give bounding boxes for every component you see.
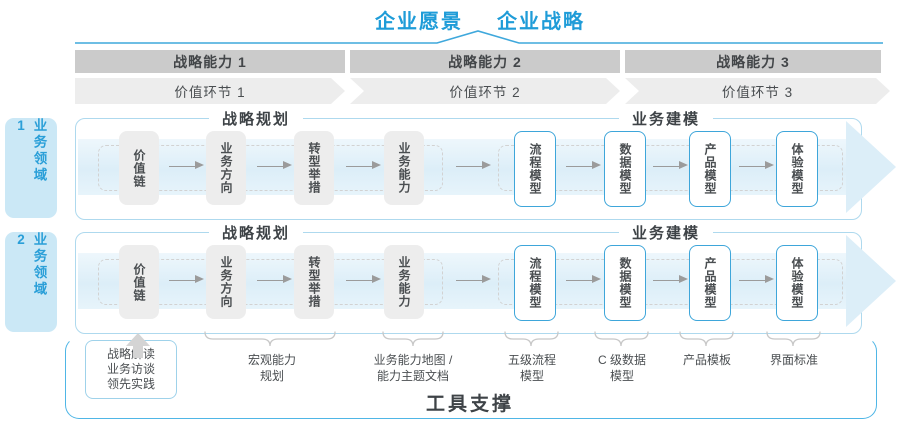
tool-support-container — [65, 337, 877, 419]
box-transformation-initiatives: 转型举措 — [294, 245, 334, 319]
strategy-title: 企业战略 — [497, 11, 585, 33]
dashed-track-modeling — [498, 145, 843, 191]
box-experience-model: 体验模型 — [776, 245, 818, 321]
box-business-capability: 业务能力 — [384, 131, 424, 205]
capability-bar-2: 战略能力 2 — [350, 50, 620, 73]
bracket-connectors — [204, 331, 821, 347]
section-title-modeling: 业务建模 — [618, 108, 714, 129]
flow-arrow-band-head-icon — [846, 121, 896, 213]
business-domain-row-1: 价值链 业务方向 转型举措 业务能力 流程模型 数据模型 产品模型 体验模型 战… — [75, 108, 896, 220]
annotation-label: 宏观能力 规划 — [247, 353, 296, 383]
up-arrow-icon — [126, 333, 150, 346]
capability-bar-3: 战略能力 3 — [625, 50, 881, 73]
up-arrow-icon — [133, 345, 143, 358]
flow-arrow-icon — [653, 275, 688, 284]
flow-arrow-icon — [653, 161, 688, 170]
box-value-chain: 价值链 — [119, 131, 159, 205]
flow-arrow-icon — [257, 161, 292, 170]
box-product-model: 产品模型 — [689, 245, 731, 321]
domain-label-2: 业务领域 2 — [5, 232, 57, 332]
box-business-direction: 业务方向 — [206, 131, 246, 205]
annotation-label: 产品模板 — [682, 353, 731, 367]
flow-arrow-icon — [739, 161, 774, 170]
box-value-chain: 价值链 — [119, 245, 159, 319]
annotation-label: 五级流程 模型 — [507, 353, 556, 383]
flow-arrow-icon — [257, 275, 292, 284]
box-process-model: 流程模型 — [514, 131, 556, 207]
capability-bar-1: 战略能力 1 — [75, 50, 345, 73]
flow-arrow-icon — [566, 275, 601, 284]
box-business-direction: 业务方向 — [206, 245, 246, 319]
section-title-planning: 战略规划 — [208, 222, 304, 243]
dashed-track-planning — [98, 145, 443, 191]
tool-support-title: 工具支撑 — [425, 394, 514, 415]
box-experience-model: 体验模型 — [776, 131, 818, 207]
domain-label-1: 业务领域 1 — [5, 118, 57, 218]
flow-arrow-icon — [739, 275, 774, 284]
box-business-capability: 业务能力 — [384, 245, 424, 319]
flow-arrow-icon — [346, 161, 381, 170]
box-process-model: 流程模型 — [514, 245, 556, 321]
annotation-label: 业务能力地图 / 能力主题文档 — [373, 353, 453, 383]
box-product-model: 产品模型 — [689, 131, 731, 207]
vision-title: 企业愿景 — [375, 11, 463, 33]
flow-arrow-band-head-icon — [846, 235, 896, 327]
flow-arrow-icon — [456, 161, 491, 170]
box-transformation-initiatives: 转型举措 — [294, 131, 334, 205]
value-link-chevron-1: 价值环节 1 — [75, 78, 345, 104]
value-link-chevron-3: 价值环节 3 — [625, 78, 890, 104]
flow-arrow-icon — [566, 161, 601, 170]
practice-box: 战略解读 业务访谈 领先实践 — [85, 340, 177, 399]
section-title-modeling: 业务建模 — [618, 222, 714, 243]
box-data-model: 数据模型 — [604, 245, 646, 321]
box-data-model: 数据模型 — [604, 131, 646, 207]
flow-arrow-icon — [169, 275, 204, 284]
annotation-label: 界面标准 — [769, 353, 818, 367]
vision-connector-line — [75, 30, 883, 44]
flow-arrow-icon — [169, 161, 204, 170]
annotation-label: C 级数据 模型 — [597, 353, 646, 383]
flow-arrow-icon — [456, 275, 491, 284]
section-title-planning: 战略规划 — [208, 108, 304, 129]
business-domain-row-2: 价值链 业务方向 转型举措 业务能力 流程模型 数据模型 产品模型 体验模型 战… — [75, 222, 896, 334]
flow-arrow-icon — [346, 275, 381, 284]
dashed-track-modeling — [498, 259, 843, 305]
dashed-track-planning — [98, 259, 443, 305]
header-titles: 企业愿景 企业战略 — [75, 5, 885, 34]
value-link-chevron-2: 价值环节 2 — [350, 78, 620, 104]
